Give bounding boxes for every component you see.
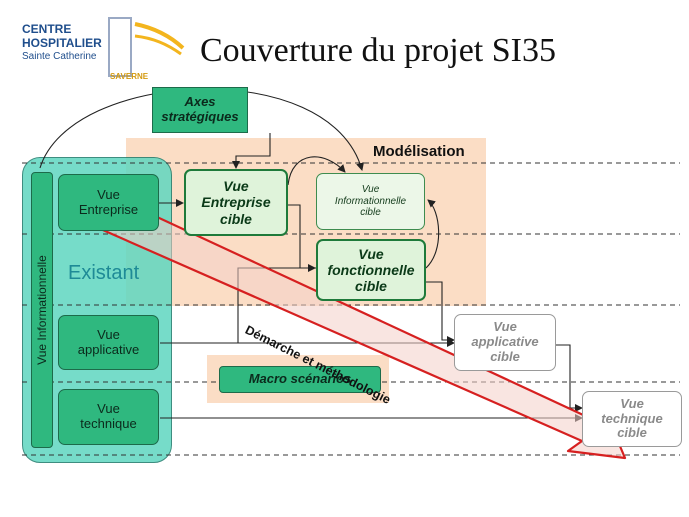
- vue-entreprise-line-2: Entreprise: [78, 201, 139, 217]
- vue-technique-line-2: technique: [80, 416, 137, 431]
- fonctionnelle-cible-line-3: cible: [355, 278, 387, 295]
- entreprise-cible-line-3: cible: [220, 210, 252, 227]
- page-title: Couverture du projet SI35: [200, 32, 556, 69]
- informationnelle-cible-line-2: Informationnelle: [334, 195, 407, 207]
- axes-line-1: Axes: [184, 94, 216, 110]
- applicative-cible-line-1: Vue: [493, 319, 517, 335]
- vue-entreprise-line-1: Vue: [97, 186, 120, 202]
- vue-informationnelle-cible-node: Vue Informationnelle cible: [316, 173, 425, 230]
- fonctionnelle-cible-line-1: Vue: [358, 245, 384, 262]
- macro-scenarios-node: Macro scénarios: [219, 366, 381, 393]
- vue-informationnelle-label: Vue Informationnelle: [35, 255, 49, 365]
- technique-cible-line-2: technique: [601, 410, 663, 426]
- macro-scenarios-label: Macro scénarios: [248, 371, 352, 387]
- fonctionnelle-cible-line-2: fonctionnelle: [327, 261, 415, 278]
- vue-applicative-line-1: Vue: [97, 326, 120, 342]
- methodology-arrow: [94, 195, 627, 460]
- applicative-cible-line-2: applicative: [471, 334, 539, 350]
- vue-technique-cible-node: Vue technique cible: [582, 391, 682, 447]
- entreprise-cible-line-1: Vue: [223, 178, 249, 195]
- informationnelle-cible-line-3: cible: [360, 207, 381, 219]
- existant-label: Existant: [68, 262, 140, 284]
- logo-line-4: SAVERNE: [110, 72, 149, 81]
- vue-entreprise-cible-node: Vue Entreprise cible: [184, 169, 288, 236]
- vue-informationnelle-bar: Vue Informationnelle: [31, 172, 53, 448]
- logo-mark-icon: [108, 17, 185, 77]
- vue-applicative-cible-node: Vue applicative cible: [454, 314, 556, 371]
- logo-line-1: CENTRE: [22, 22, 72, 36]
- vue-entreprise-node: Vue Entreprise: [58, 174, 159, 231]
- logo-line-2: HOSPITALIER: [22, 36, 102, 50]
- axes-line-2: stratégiques: [161, 109, 239, 124]
- modelisation-label: Modélisation: [373, 143, 465, 160]
- vue-applicative-node: Vue applicative: [58, 315, 159, 370]
- applicative-cible-line-3: cible: [490, 348, 520, 364]
- vue-technique-line-1: Vue: [97, 401, 120, 417]
- vue-fonctionnelle-cible-node: Vue fonctionnelle cible: [316, 239, 426, 301]
- vue-applicative-line-2: applicative: [77, 341, 140, 357]
- vue-technique-node: Vue technique: [58, 389, 159, 445]
- informationnelle-cible-line-1: Vue: [361, 184, 380, 196]
- technique-cible-line-3: cible: [617, 425, 647, 441]
- logo-line-3: Sainte Catherine: [22, 51, 97, 62]
- entreprise-cible-line-2: Entreprise: [201, 194, 271, 211]
- axes-strategiques-node: Axes stratégiques: [152, 87, 248, 133]
- technique-cible-line-1: Vue: [620, 395, 644, 411]
